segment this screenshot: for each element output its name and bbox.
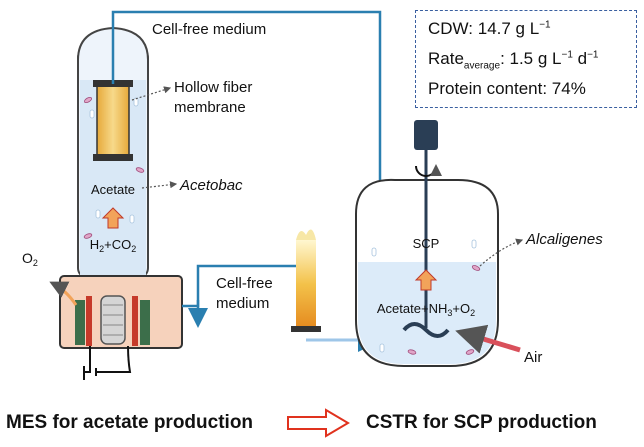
stirrer-motor: [414, 120, 438, 150]
air-inlet-arrow-icon: [455, 324, 521, 354]
cell-free-top-label: Cell-free medium: [152, 21, 266, 38]
impeller: [402, 322, 450, 338]
rotation-icon: [415, 164, 442, 177]
power-circuit: [83, 345, 132, 380]
o2-release-arrow-icon: [49, 281, 78, 306]
up-arrow-icon: [101, 207, 125, 229]
hollow-fiber-pointer: [131, 86, 172, 101]
electrode-frame-left: [75, 300, 85, 345]
cell-free-mid-label-line2: medium: [216, 295, 269, 312]
external-fiber-module: [291, 229, 321, 332]
scp-label: SCP: [413, 236, 440, 251]
mes-caption: MES for acetate production: [6, 412, 254, 433]
hollow-fiber-label-line1: Hollow fiber: [174, 79, 252, 96]
cell-free-top-line: [111, 10, 382, 225]
o2-label: O2: [22, 250, 38, 268]
acetobac-pointer: [141, 181, 178, 189]
microbe-icon: [83, 96, 93, 104]
stats-box: CDW: 14.7 g L−1 Rateaverage: 1.5 g L−1 d…: [415, 10, 637, 108]
h2-co2-label: H2+CO2: [90, 237, 137, 254]
electrode-frame-right: [140, 300, 150, 345]
alcaligenes-label: Alcaligenes: [525, 231, 603, 248]
air-label: Air: [524, 349, 542, 366]
hollow-fiber-label-line2: membrane: [174, 99, 246, 116]
microbe-icon: [471, 265, 481, 271]
acetobac-label: Acetobac: [179, 177, 243, 194]
footer: MES for acetate production CSTR for SCP …: [0, 398, 644, 447]
acetate-label: Acetate: [91, 182, 135, 197]
microbe-icon: [83, 233, 93, 239]
cell-free-mid-label-line1: Cell-free: [216, 275, 273, 292]
protein-stat: Protein content: 74%: [428, 79, 586, 98]
rate-stat: Rateaverage: 1.5 g L−1 d−1: [428, 49, 599, 72]
electrode-left: [86, 296, 92, 346]
cell-free-mid-line: [182, 264, 296, 308]
hollow-fiber-module: [96, 83, 130, 157]
cdw-stat: CDW: 14.7 g L−1: [428, 19, 551, 38]
cstr-caption: CSTR for SCP production: [366, 412, 597, 433]
microbe-icon: [407, 349, 417, 355]
cathode-cylinder: [100, 295, 126, 345]
process-arrow-icon: [287, 408, 350, 438]
mes-reactor: Acetate H2+CO2 O2: [22, 26, 183, 380]
scp-up-arrow-icon: [414, 269, 438, 291]
feed-label: Acetate+NH3+O2: [377, 301, 475, 318]
microbe-icon: [135, 167, 145, 173]
cstr-reactor: SCP Acetate+NH3+O2: [355, 120, 521, 367]
alcaligenes-pointer: [479, 238, 524, 267]
electrode-right: [132, 296, 138, 346]
process-diagram: Acetate H2+CO2 O2 SCP Acetate: [22, 10, 603, 380]
